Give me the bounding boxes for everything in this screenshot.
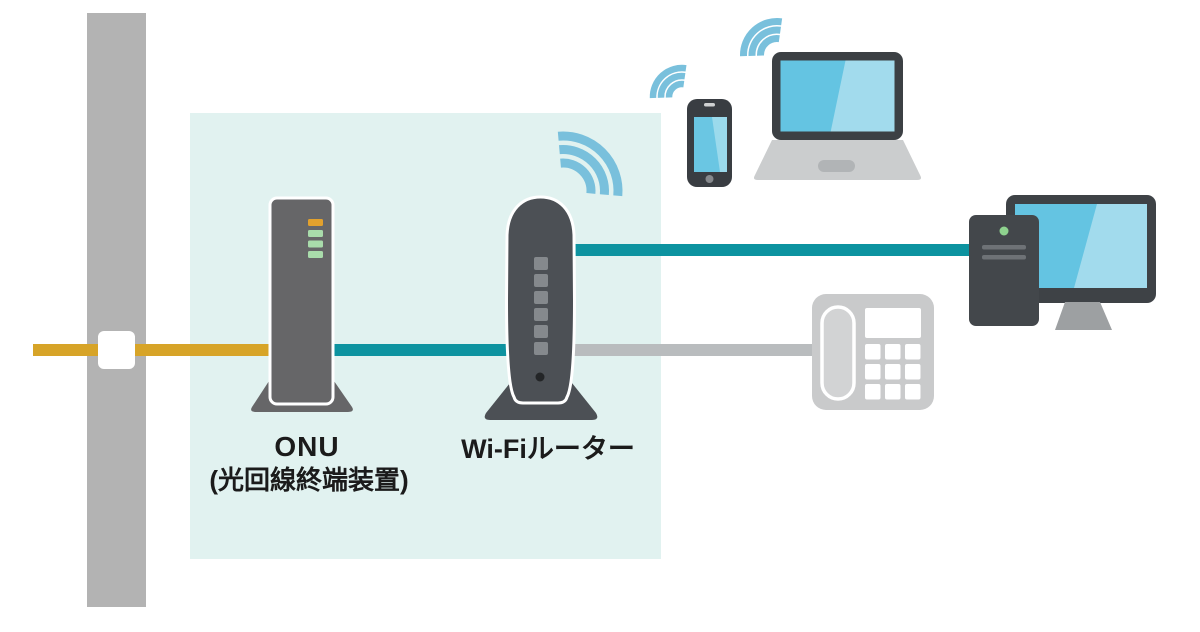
smartphone-speaker: [704, 103, 715, 107]
laptop-device-icon: [740, 18, 922, 180]
smartphone-device-icon: [649, 64, 732, 187]
phone-keypad: [865, 344, 921, 400]
onu-led-green-2: [308, 240, 323, 248]
pole-clamp: [98, 331, 135, 369]
wifi-router-device-icon: [484, 131, 623, 420]
onu-sublabel: (光回線終端装置): [209, 465, 409, 495]
laptop-trackpad: [818, 160, 855, 172]
lan-cable-onu-to-router: [330, 344, 545, 356]
pc-tower-vent-1: [982, 245, 1026, 250]
onu-led-green-1: [308, 230, 323, 237]
fiber-cable-pole-to-onu: [33, 344, 273, 356]
laptop-wifi-waves-icon: [740, 18, 783, 57]
onu-label: ONU: [274, 431, 340, 462]
onu-device-icon: [251, 196, 353, 412]
pc-power-led: [999, 226, 1009, 236]
onu-body: [268, 196, 335, 406]
router-buttons: [534, 257, 548, 355]
phone-display: [865, 308, 921, 338]
smartphone-wifi-waves-icon: [649, 64, 687, 99]
pc-tower-vent-2: [982, 255, 1026, 260]
laptop-screen-glare: [830, 60, 895, 132]
lan-cable-router-to-pc: [545, 244, 975, 256]
monitor-screen-glare: [1074, 204, 1147, 288]
smartphone-screen-glare: [712, 117, 727, 172]
phone-cable-router-to-phone: [545, 344, 820, 356]
router-wifi-waves-icon: [557, 131, 623, 197]
onu-led-orange: [308, 219, 323, 226]
landline-phone-device-icon: [812, 294, 934, 410]
router-label: Wi-Fiルーター: [461, 434, 635, 464]
router-power-dot: [535, 372, 545, 382]
phone-handset: [820, 305, 856, 401]
desktop-pc-device-icon: [969, 195, 1156, 330]
monitor-stand: [1055, 302, 1112, 330]
utility-pole: [87, 13, 146, 607]
smartphone-home-button: [705, 175, 714, 183]
onu-led-green-3: [308, 251, 323, 258]
pc-tower: [969, 215, 1039, 326]
